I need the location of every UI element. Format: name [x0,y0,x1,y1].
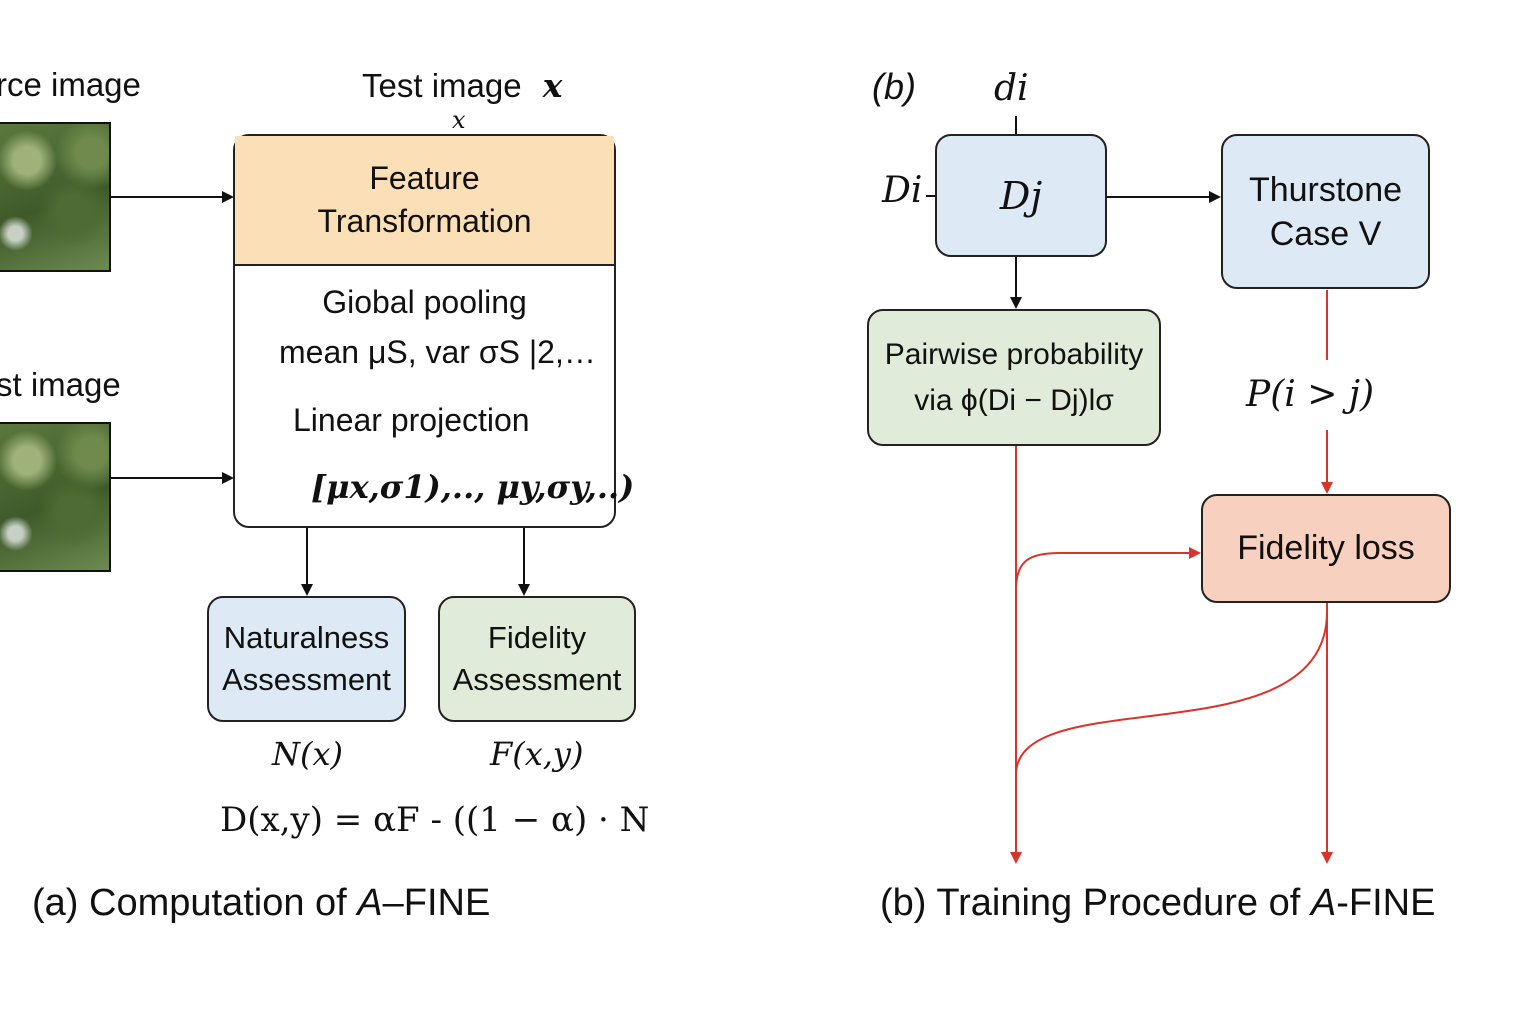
panel-b-tag: (b) [872,66,916,107]
feature-header-line1: Feature [369,160,480,196]
test-image-top-sub: x [452,106,466,134]
test-image-thumbnail [0,422,111,572]
fidelity-line1: Fidelity [487,620,587,655]
global-pooling-label: Giobal pooling [322,284,527,320]
probability-label: P(i > j) [1246,374,1375,415]
naturalness-line2: Assessment [222,662,391,697]
arrow-pairwise-to-fidelity-loss [1015,547,1201,591]
feature-header-line2: Transformation [317,203,532,239]
fidelity-line2: Assessment [452,662,622,697]
test-image-left-label: st image [0,366,121,403]
thurstone-box: Thurstone Case V [1221,134,1430,289]
pairwise-probability-box: Pairwise probability via ϕ(Di − Dj)lσ [867,309,1161,446]
thurstone-line1: Thurstone [1248,170,1403,209]
curve-fidelity-loss-to-left [1015,611,1328,776]
feature-transformation-box: Feature Transformation Giobal pooling me… [233,134,634,528]
mean-var-line: mean μS, var σS |2,… [279,334,596,370]
fidelity-assessment-box: Fidelity Assessment [438,596,636,722]
D-i-label: Di [882,170,923,211]
linear-projection-label: Linear projection [293,402,530,438]
thurstone-line2: Case V [1269,214,1382,253]
caption-a-prefix: (a) Computation of [32,882,358,924]
caption-a: (a) Computation of A–FINE [32,882,490,925]
feature-vector-line: [μx,σ1),.., μy,σy,..) [311,468,635,506]
caption-a-italic: A [357,882,383,924]
pairwise-line1: Pairwise probability [884,337,1144,371]
pairwise-line2: via ϕ(Di − Dj)lσ [914,383,1114,417]
naturalness-output-label: N(x) [272,735,344,773]
source-image-label: rce image [0,66,141,103]
naturalness-line1: Naturalness [223,620,390,655]
D-j-label: Dj [999,173,1043,218]
caption-b-suffix: -FINE [1336,882,1436,924]
caption-a-suffix: –FINE [382,882,491,924]
test-image-top-var: x [542,66,563,105]
caption-b-prefix: (b) Training Procedure of [880,882,1311,924]
fidelity-output-label: F(x,y) [490,735,584,773]
d-i-label: di [994,68,1029,109]
caption-b-italic: A [1310,882,1337,924]
caption-b: (b) Training Procedure of A-FINE [880,882,1435,925]
source-image-thumbnail [0,122,111,272]
distance-formula: D(x,y) = αF - ((1 − α) · N [220,800,650,840]
test-image-top-text: Test image [362,67,522,104]
test-image-top-label: Test image x [362,66,562,105]
feature-transformation-header: Feature Transformation [235,136,614,266]
naturalness-assessment-box: Naturalness Assessment [207,596,406,722]
fidelity-loss-label: Fidelity loss [1237,529,1415,567]
D-j-box: Dj [935,134,1107,257]
fidelity-loss-box: Fidelity loss [1201,494,1451,603]
